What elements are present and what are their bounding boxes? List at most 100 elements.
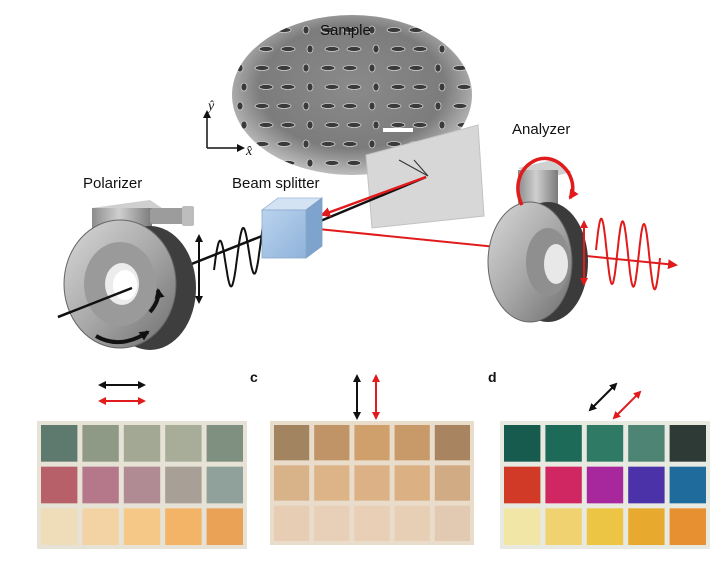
photo-svg: [270, 421, 474, 545]
color-square: [354, 505, 390, 541]
reflected-beam: [320, 175, 427, 217]
sem-hole: [236, 25, 244, 35]
sem-hole: [372, 82, 380, 92]
sem-hole: [276, 65, 292, 71]
panel-b-indicators: [98, 381, 146, 405]
beam-splitter-cube: [260, 197, 324, 259]
sem-hole: [438, 120, 446, 130]
sem-hole: [236, 101, 244, 111]
color-square: [165, 508, 202, 545]
sem-hole: [342, 141, 358, 147]
color-square: [206, 508, 243, 545]
sem-hole: [324, 46, 340, 52]
sem-hole: [372, 120, 380, 130]
color-square: [434, 505, 470, 541]
sem-hole: [324, 160, 340, 166]
color-square: [314, 425, 350, 461]
sem-hole: [280, 160, 296, 166]
color-square: [586, 425, 624, 462]
axis-x-label: x̂: [245, 144, 253, 159]
color-square: [82, 425, 119, 462]
sem-hole: [452, 65, 468, 71]
sem-hole: [342, 103, 358, 109]
sem-hole: [320, 103, 336, 109]
color-square: [274, 505, 310, 541]
panel-c-indicators: [353, 374, 380, 420]
sem-hole: [434, 25, 442, 35]
sem-hole: [408, 27, 424, 33]
polarizer-mount: [63, 200, 196, 350]
sem-hole: [254, 65, 270, 71]
color-square: [165, 425, 202, 462]
sem-hole: [236, 63, 244, 73]
sem-hole: [306, 158, 314, 168]
sem-hole: [258, 84, 274, 90]
color-square: [669, 425, 706, 462]
sem-hole: [276, 27, 292, 33]
color-square: [274, 465, 310, 501]
sem-hole: [320, 27, 336, 33]
photo-svg: [500, 421, 710, 549]
color-square: [41, 466, 78, 504]
sem-hole: [456, 84, 472, 90]
color-square: [123, 425, 161, 462]
sem-hole: [346, 46, 362, 52]
sem-hole: [456, 122, 472, 128]
incident-beam-front: [57, 286, 133, 319]
color-square: [394, 505, 430, 541]
color-square: [394, 425, 430, 461]
sem-hole: [438, 44, 446, 54]
sem-hole: [258, 46, 274, 52]
panel-c-letter: c: [250, 369, 258, 385]
color-square: [545, 466, 582, 504]
color-square: [628, 425, 665, 462]
sem-hole: [368, 139, 376, 149]
sem-hole: [320, 141, 336, 147]
sem-hole: [240, 120, 248, 130]
sem-hole: [452, 27, 468, 33]
panel-d-letter: d: [488, 369, 497, 385]
sem-hole: [306, 44, 314, 54]
sem-hole: [390, 46, 406, 52]
sem-hole: [280, 122, 296, 128]
sem-hole: [320, 65, 336, 71]
panel-d-indicators: [588, 382, 642, 420]
color-square: [206, 425, 243, 462]
color-square: [545, 425, 582, 462]
color-square: [41, 508, 78, 545]
color-palette-photo-d: [500, 421, 710, 549]
sem-hole: [280, 46, 296, 52]
analyzer-mount: [487, 160, 588, 323]
color-square: [669, 466, 706, 504]
sem-hole: [276, 141, 292, 147]
sem-hole: [434, 63, 442, 73]
sem-hole: [302, 139, 310, 149]
color-square: [628, 466, 665, 504]
sample-label: Sample: [320, 22, 371, 39]
color-square: [504, 508, 541, 545]
sem-hole: [302, 63, 310, 73]
color-square: [434, 465, 470, 501]
color-palette-photo-c: [270, 421, 474, 545]
color-square: [586, 508, 624, 545]
sem-hole: [240, 82, 248, 92]
sem-hole: [438, 82, 446, 92]
sem-hole: [324, 122, 340, 128]
zoom-line: [413, 159, 429, 177]
color-square: [82, 508, 119, 545]
sem-hole: [412, 122, 428, 128]
sem-hole: [258, 122, 274, 128]
sem-hole: [346, 160, 362, 166]
scale-bar: [383, 128, 413, 132]
sem-hole: [254, 103, 270, 109]
polarizer-rotation-arrow-2: [148, 288, 165, 314]
sem-hole: [412, 46, 428, 52]
color-square: [123, 466, 161, 504]
sem-hole: [324, 84, 340, 90]
sem-hole: [372, 44, 380, 54]
sem-hole: [302, 101, 310, 111]
sem-hole: [368, 25, 376, 35]
axis-y-label: ŷ: [206, 99, 215, 114]
sem-hole: [302, 25, 310, 35]
coordinate-axes: [203, 110, 245, 152]
